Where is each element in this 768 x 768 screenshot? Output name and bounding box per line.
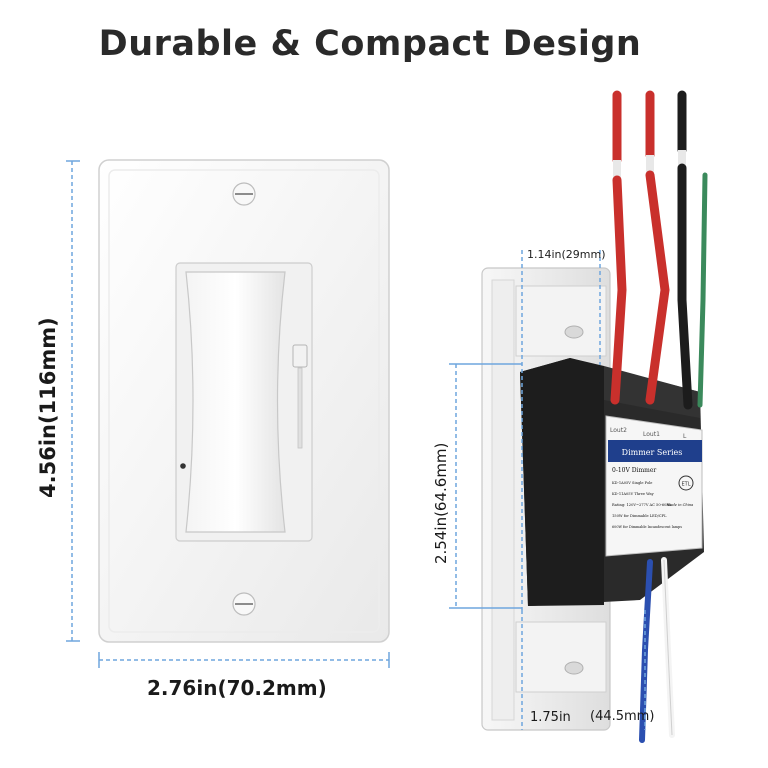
- module-label-line: 600W for Dimmable Incandescent lamps: [612, 525, 682, 529]
- page-title: Durable & Compact Design: [98, 24, 642, 64]
- bottom-screw-icon: [232, 592, 256, 616]
- etl-cert-icon: ETL: [678, 475, 694, 491]
- indicator-led-icon: [180, 463, 186, 469]
- height-dimension-line: [66, 160, 80, 642]
- top-screw-icon: [232, 182, 256, 206]
- module-label-line: KD-11A05V Three Way: [612, 492, 655, 496]
- module-depth-dimension-line: [521, 610, 646, 730]
- terminal-label: Lout1: [643, 431, 660, 438]
- module-height-dimension-line: [449, 363, 522, 609]
- dimmer-rocker-paddle: [185, 271, 286, 533]
- terminal-label: L: [683, 433, 687, 440]
- module-label-header: Dimmer Series: [622, 448, 683, 457]
- module-label: [605, 415, 703, 557]
- black-wire: [677, 90, 693, 410]
- module-label-line: 0-10V Dimmer: [612, 467, 656, 474]
- module-depth-label: 1.75in: [530, 710, 571, 725]
- blue-wire: [639, 559, 653, 743]
- green-wire: [697, 172, 708, 408]
- module-height-label: 2.54in(64.6mm): [432, 442, 450, 564]
- red-wire-1: [610, 90, 627, 405]
- red-wire-2: [645, 90, 670, 405]
- module-label-line: KD-1A05V Single Pole: [612, 481, 652, 485]
- white-wire: [661, 557, 675, 738]
- dimmer-slider: [292, 344, 308, 449]
- module-width-dimension-line: [521, 250, 601, 610]
- made-in-label: Made in China: [666, 503, 694, 507]
- module-label-line: Rating: 120V~277V AC 50-60Hz: [612, 503, 672, 507]
- terminal-label: Lout2: [610, 427, 627, 434]
- plate-height-label: 4.56in(116mm): [36, 317, 60, 498]
- cert-label: ETL: [682, 482, 691, 488]
- plate-width-label: 2.76in(70.2mm): [147, 676, 327, 700]
- module-width-label: 1.14in(29mm): [527, 248, 606, 261]
- width-dimension-line: [98, 652, 390, 668]
- module-depth-mm-label: (44.5mm): [590, 709, 655, 724]
- module-label-line: 150W for Dimmable LED/CFL: [612, 514, 667, 518]
